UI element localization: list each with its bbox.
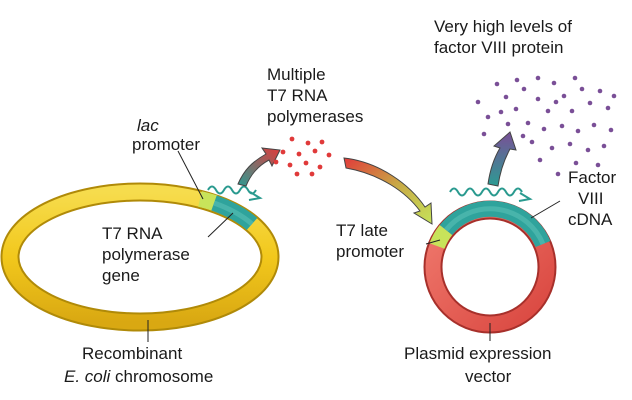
t7-gene-label-3: gene [102,266,140,285]
plasmid [423,200,557,334]
plasmid-label-2: vector [465,367,512,386]
arrow-to-polymerases [237,147,281,187]
high-levels-label-2: factor VIII protein [434,38,563,57]
multiple-label-3: polymerases [267,107,363,126]
factor-label-3: cDNA [568,210,613,229]
mrna-wave-plasmid [449,187,523,197]
lac-label-italic: lac [137,116,159,135]
polymerase-dots [273,136,332,177]
leader-t7-gene [207,212,234,238]
recombinant-label-1: Recombinant [82,344,182,363]
chromosome-word: chromosome [110,367,213,386]
plasmid-label-1: Plasmid expression [404,344,551,363]
factor-label-1: Factor [568,168,617,187]
chromosome [0,182,280,332]
multiple-label-1: Multiple [267,65,326,84]
multiple-label-2: T7 RNA [267,86,328,105]
leader-factor-viii [530,200,561,219]
leader-t7-late-promoter [425,239,441,245]
protein-dots [475,75,617,177]
recombinant-label-2: E. coli chromosome [64,367,213,386]
lac-promoter-label: promoter [132,135,200,154]
t7-late-label-2: promoter [336,242,404,261]
arrow-to-protein [487,131,517,187]
mrna-wave-chromosome [207,185,257,195]
arrow-to-plasmid [343,157,433,225]
t7-late-label-1: T7 late [336,221,388,240]
leader-lac-promoter [177,150,204,200]
high-levels-label-1: Very high levels of [434,17,572,36]
factor-label-2: VIII [578,189,604,208]
lac-promoter-segment [198,191,218,211]
t7-late-promoter-segment [429,225,453,250]
ecoli-italic: E. coli [64,367,112,386]
t7-gene-label-1: T7 RNA [102,224,163,243]
t7-gene-label-2: polymerase [102,245,190,264]
